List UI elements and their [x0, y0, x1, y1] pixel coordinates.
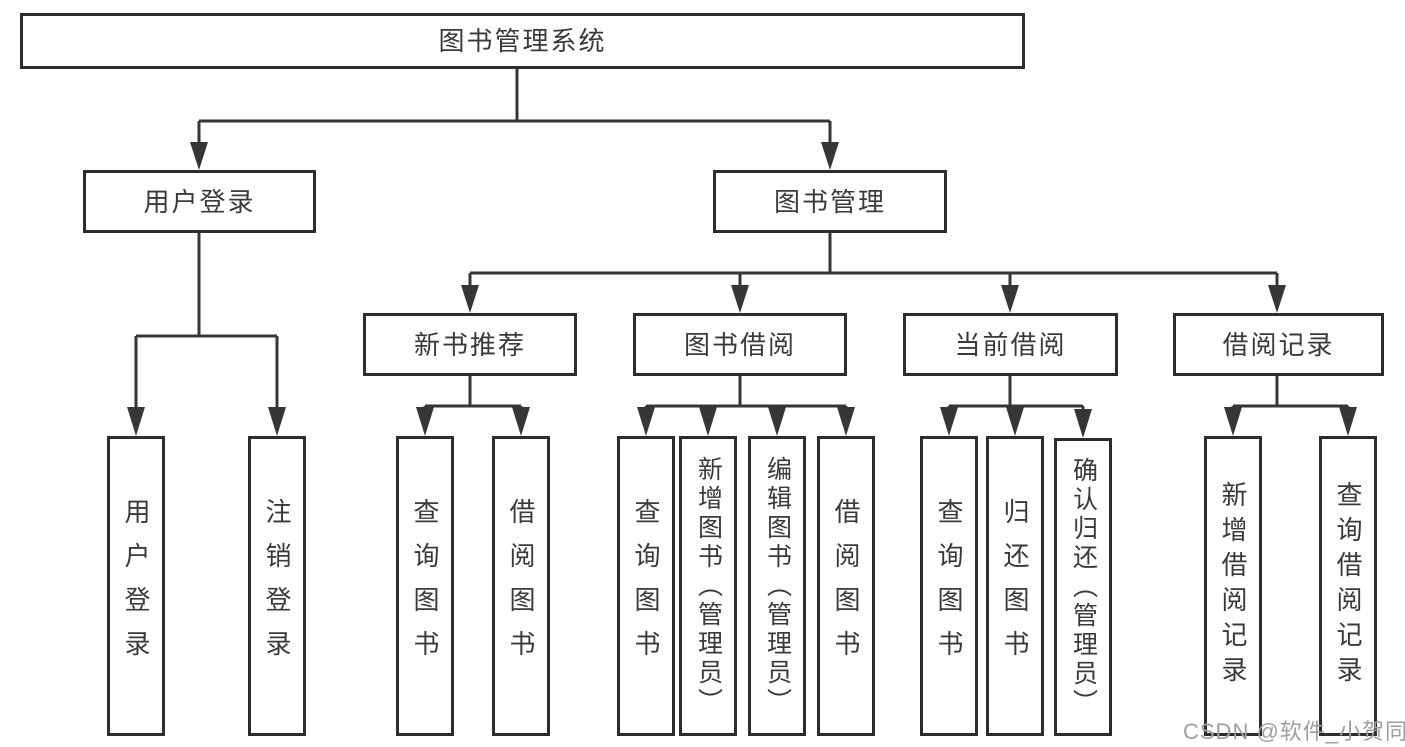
leaf-return-books: 归还图书 [986, 436, 1044, 736]
leaf-query-books-newbook: 查询图书 [396, 436, 454, 736]
leaf-borrow-books: 借阅图书 [817, 436, 875, 736]
leaf-edit-books-admin: 编辑图书（管理员） [748, 436, 806, 736]
node-book-borrowing: 图书借阅 [633, 313, 847, 376]
node-borrowing-records: 借阅记录 [1173, 313, 1384, 376]
node-current-borrowing: 当前借阅 [903, 313, 1118, 376]
leaf-add-books-admin: 新增图书（管理员） [679, 436, 737, 736]
csdn-watermark: CSDN @软件_小贺同学 [1183, 719, 1405, 744]
leaf-query-books-current: 查询图书 [920, 436, 978, 736]
leaf-user-login: 用户登录 [107, 436, 165, 736]
leaf-borrow-books-newbook: 借阅图书 [492, 436, 550, 736]
leaf-add-borrow-record: 新增借阅记录 [1204, 436, 1262, 736]
leaf-query-books-borrow: 查询图书 [617, 436, 675, 736]
node-book-management: 图书管理 [713, 170, 947, 233]
node-root-library-system: 图书管理系统 [20, 13, 1025, 69]
node-new-book-recommend: 新书推荐 [363, 313, 577, 376]
node-user-login: 用户登录 [83, 170, 316, 233]
leaf-logout: 注销登录 [248, 436, 306, 736]
leaf-confirm-return-admin: 确认归还（管理员） [1054, 438, 1112, 736]
leaf-query-borrow-record: 查询借阅记录 [1319, 436, 1377, 736]
